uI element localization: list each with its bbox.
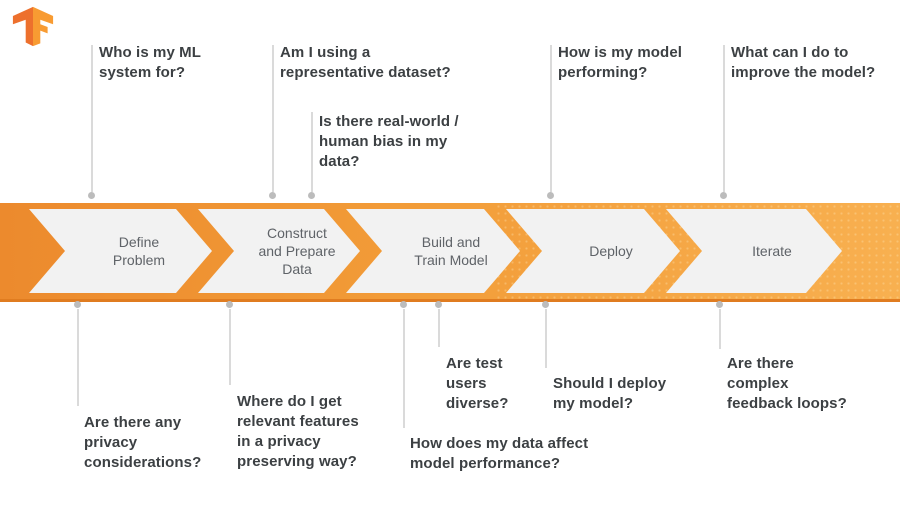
connector-dot-bottom-1 [74,301,81,308]
stage-construct-prepare-data: Construct and Prepare Data [258,225,336,277]
connector-dot-top-4 [547,192,554,199]
connector-line-top-1 [91,45,93,192]
chevron-define-problem [29,209,212,293]
connector-dot-bottom-6 [716,301,723,308]
connector-dot-bottom-2 [226,301,233,308]
connector-line-top-2 [272,45,274,192]
question-real-world-bias: Is there real-world / human bias in my d… [319,113,459,170]
connector-line-bottom-6 [719,309,721,349]
connector-dot-top-2 [269,192,276,199]
question-representative-dataset: Am I using a representative dataset? [280,44,451,81]
question-data-affect-performance: How does my data affect model performanc… [410,435,589,472]
connector-line-bottom-5 [545,309,547,368]
connector-dot-bottom-4 [435,301,442,308]
connector-line-top-4 [550,45,552,192]
connector-line-bottom-1 [77,309,79,406]
stage-iterate: Iterate [752,243,792,259]
connector-dot-top-5 [720,192,727,199]
question-who-is-system-for: Who is my ML system for? [99,44,202,81]
chevron-build-train-model [346,209,520,293]
question-test-users-diverse: Are test users diverse? [446,355,509,412]
connector-dot-bottom-5 [542,301,549,308]
connector-line-bottom-3 [403,309,405,428]
stage-deploy: Deploy [589,243,633,259]
connector-line-top-3 [311,112,313,192]
connector-line-top-5 [723,45,725,192]
question-privacy-preserving-features: Where do I get relevant features in a pr… [237,393,359,470]
stage-chevrons [29,209,842,293]
connector-line-bottom-2 [229,309,231,385]
stage-build-train-model: Build and Train Model [414,234,488,268]
question-privacy-considerations: Are there any privacy considerations? [84,414,202,471]
chevron-iterate [666,209,842,293]
connector-dot-bottom-3 [400,301,407,308]
question-should-deploy: Should I deploy my model? [553,375,667,412]
connector-dot-top-1 [88,192,95,199]
tensorflow-logo-icon [12,6,54,47]
connector-dot-top-3 [308,192,315,199]
question-model-performing: How is my model performing? [558,44,683,81]
question-feedback-loops: Are there complex feedback loops? [727,355,847,412]
chevron-construct-prepare-data [198,209,360,293]
question-improve-model: What can I do to improve the model? [731,44,876,81]
connector-line-bottom-4 [438,309,440,347]
chevron-deploy [506,209,680,293]
stage-define-problem: Define Problem [112,234,166,268]
